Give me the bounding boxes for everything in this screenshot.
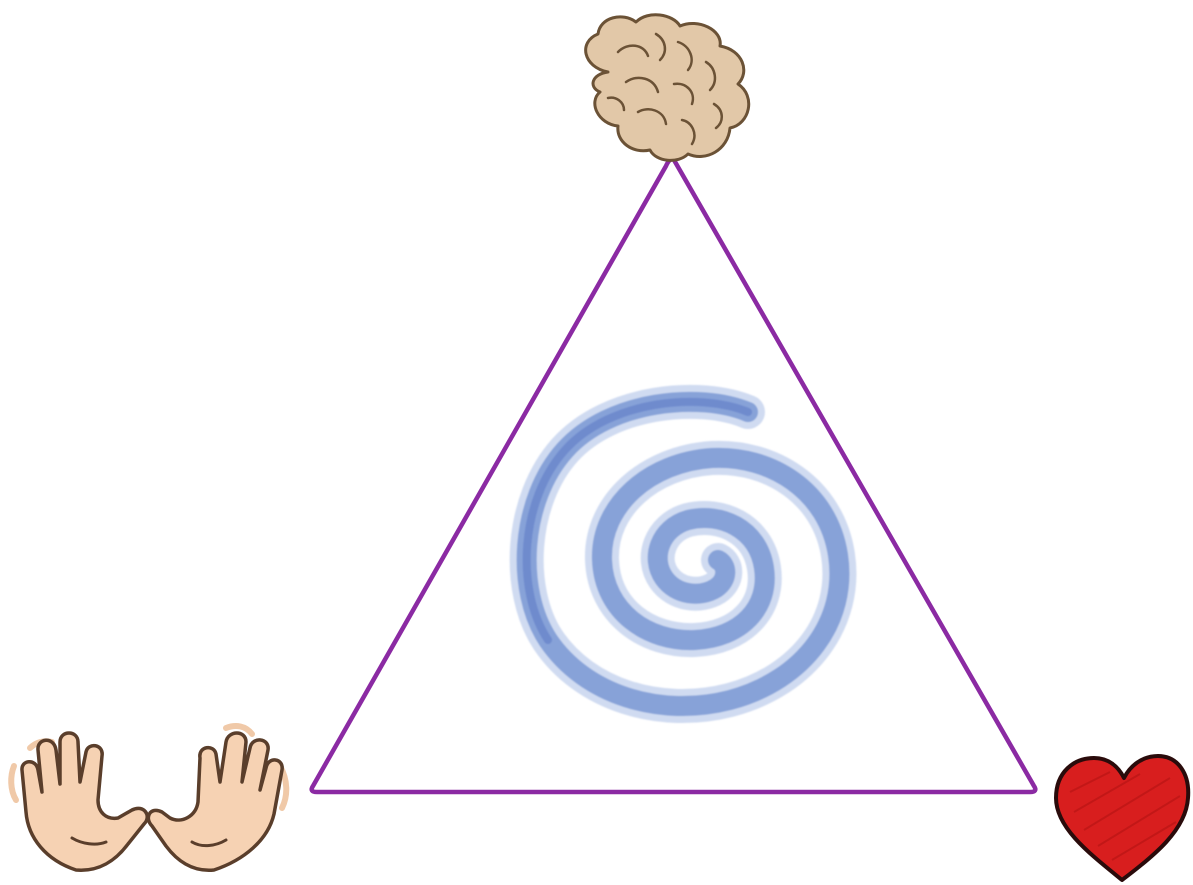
brain-icon	[586, 15, 749, 161]
heart-icon	[1056, 756, 1188, 880]
hands-icon	[11, 726, 286, 870]
spiral-icon	[527, 402, 840, 706]
